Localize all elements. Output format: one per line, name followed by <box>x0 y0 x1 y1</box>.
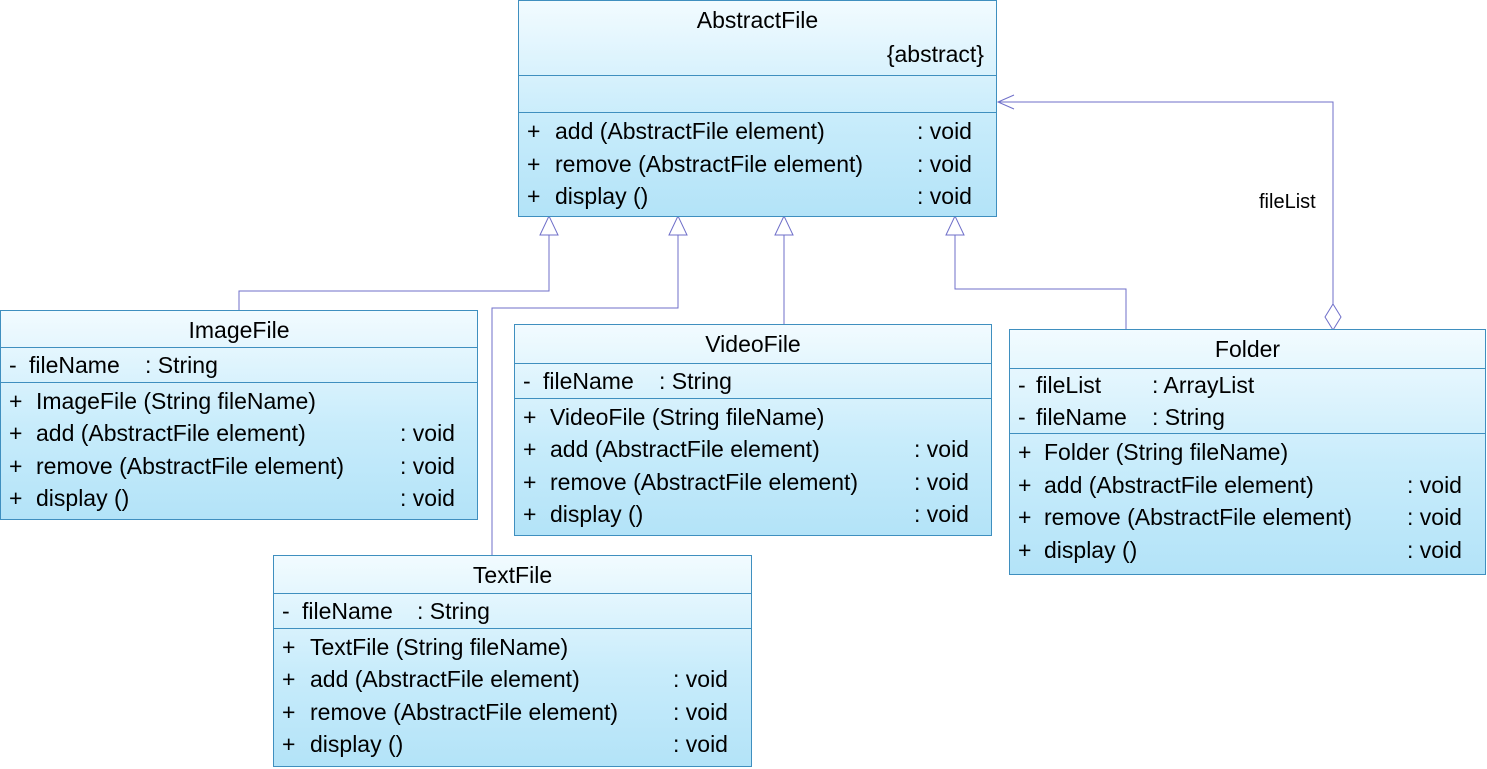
operation-row: +add (AbstractFile element): void <box>527 118 972 144</box>
operation-compartment: +Folder (String fileName) +add (Abstract… <box>1010 434 1485 569</box>
class-name: Folder <box>1214 336 1281 362</box>
class-header: VideoFile <box>515 325 991 364</box>
operation-row: +remove (AbstractFile element): void <box>282 698 728 725</box>
class-textfile[interactable]: TextFile -fileName: String +TextFile (St… <box>273 555 752 767</box>
operation-row: +add (AbstractFile element): void <box>523 436 969 462</box>
class-videofile[interactable]: VideoFile -fileName: String +VideoFile (… <box>514 324 992 536</box>
operation-row: +TextFile (String fileName) <box>282 633 569 660</box>
attribute-compartment: -fileName: String <box>1 348 477 383</box>
operation-row: +remove (AbstractFile element): void <box>1018 504 1462 530</box>
attribute-row: -fileName: String <box>523 368 732 394</box>
operation-row: +remove (AbstractFile element): void <box>9 452 455 479</box>
attribute-compartment: -fileName: String <box>515 364 991 399</box>
attribute-compartment <box>519 76 996 113</box>
attribute-compartment: -fileList: ArrayList -fileName: String <box>1010 369 1485 434</box>
operation-row: +remove (AbstractFile element): void <box>523 468 969 495</box>
aggregation-diamond <box>1324 303 1342 331</box>
operation-compartment: +TextFile (String fileName) +add (Abstra… <box>274 629 751 764</box>
generalization-imagefile <box>238 234 550 310</box>
class-stereotype: {abstract} <box>886 41 984 67</box>
class-imagefile[interactable]: ImageFile -fileName: String +ImageFile (… <box>0 310 478 520</box>
operation-row: +display (): void <box>9 485 455 511</box>
operation-compartment: +add (AbstractFile element): void +remov… <box>519 113 996 216</box>
generalization-textfile <box>491 234 679 555</box>
association-role-label: fileList <box>1259 191 1316 213</box>
class-abstractfile[interactable]: AbstractFile {abstract} +add (AbstractFi… <box>518 0 997 217</box>
operation-row: +add (AbstractFile element): void <box>1018 471 1462 498</box>
operation-row: +remove (AbstractFile element): void <box>527 150 972 177</box>
attribute-row: -fileName: String <box>9 352 218 378</box>
aggregation-open-arrowhead <box>996 94 1015 110</box>
generalization-arrowhead-folder <box>945 214 965 236</box>
attribute-row: -fileName: String <box>282 598 490 624</box>
class-folder[interactable]: Folder -fileList: ArrayList -fileName: S… <box>1009 329 1486 575</box>
operation-compartment: +ImageFile (String fileName) +add (Abstr… <box>1 383 477 518</box>
class-header: TextFile <box>274 556 751 594</box>
class-name: AbstractFile <box>696 7 819 33</box>
class-name: TextFile <box>472 562 553 588</box>
operation-row: +add (AbstractFile element): void <box>9 420 455 446</box>
aggregation-line <box>998 101 1334 304</box>
operation-row: +ImageFile (String fileName) <box>9 387 316 414</box>
class-name: VideoFile <box>705 331 801 357</box>
operation-row: +display (): void <box>527 183 972 209</box>
generalization-folder <box>954 234 1127 329</box>
operation-row: +display (): void <box>282 731 728 757</box>
attribute-row: -fileName: String <box>1018 403 1225 430</box>
operation-row: +VideoFile (String fileName) <box>523 403 825 430</box>
operation-row: +display (): void <box>523 501 969 527</box>
generalization-arrowhead-imagefile <box>539 214 559 236</box>
operation-compartment: +VideoFile (String fileName) +add (Abstr… <box>515 399 991 534</box>
class-header: Folder <box>1010 330 1485 369</box>
class-header: AbstractFile {abstract} <box>519 1 996 76</box>
generalization-arrowhead-videofile <box>774 214 794 236</box>
generalization-arrowhead-textfile <box>668 214 688 236</box>
attribute-compartment: -fileName: String <box>274 594 751 629</box>
class-name: ImageFile <box>188 317 290 343</box>
operation-row: +add (AbstractFile element): void <box>282 666 728 692</box>
class-header: ImageFile <box>1 311 477 348</box>
attribute-row: -fileList: ArrayList <box>1018 372 1255 398</box>
operation-row: +Folder (String fileName) <box>1018 439 1289 465</box>
operation-row: +display (): void <box>1018 536 1462 563</box>
